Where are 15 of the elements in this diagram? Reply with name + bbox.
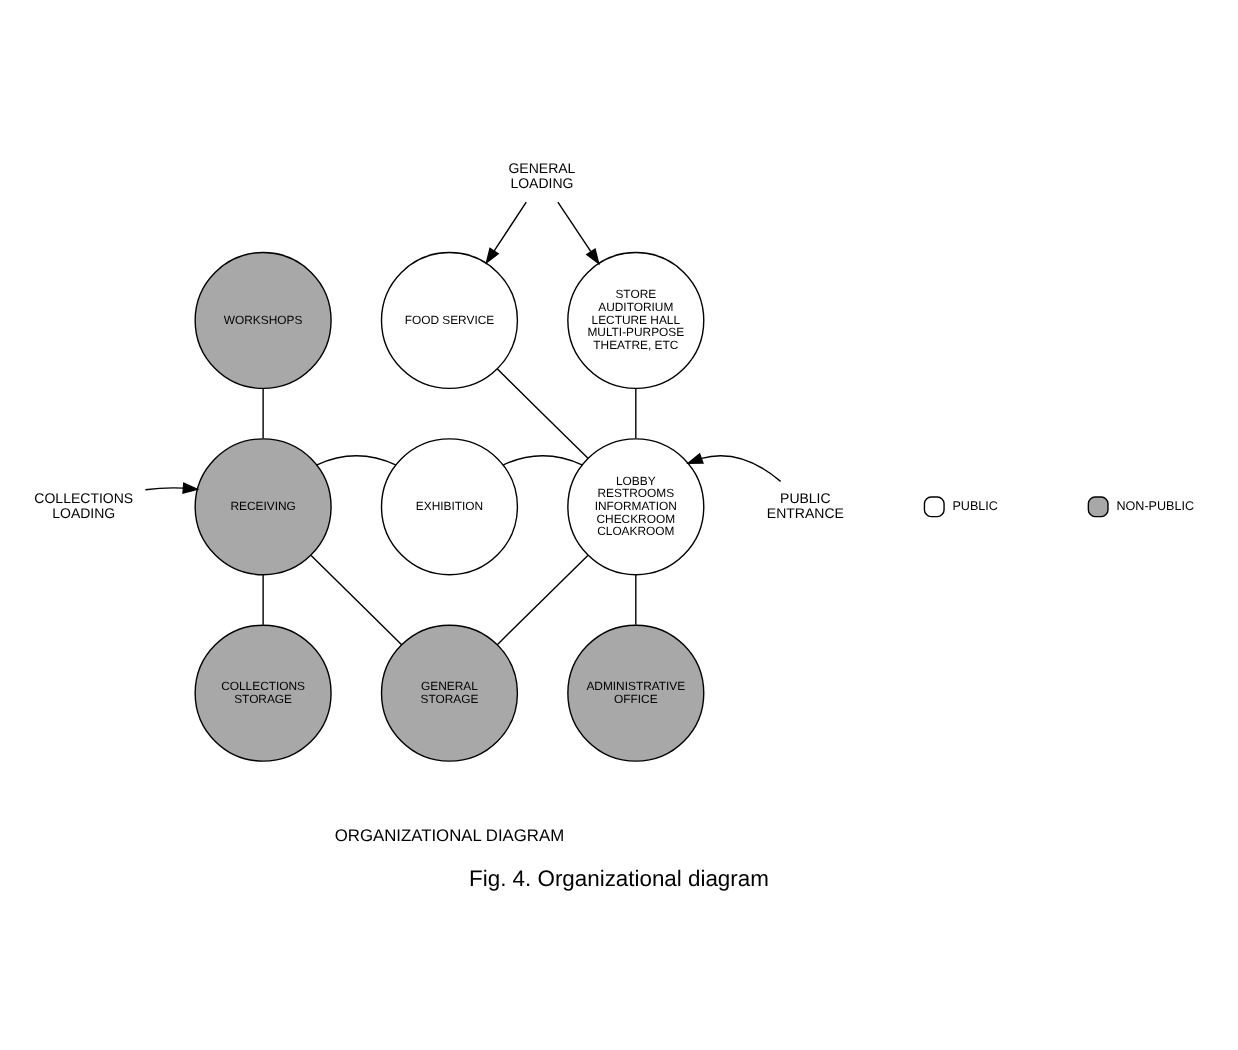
arrow	[557, 201, 600, 266]
arrow	[686, 452, 782, 483]
caption: Fig. 4. Organizational diagram	[469, 867, 769, 892]
connector	[635, 574, 637, 626]
connector	[635, 387, 637, 440]
connector	[262, 387, 264, 440]
connector	[316, 455, 397, 466]
connector	[496, 554, 589, 646]
arrow	[144, 482, 200, 494]
connector	[496, 368, 589, 459]
arrow	[485, 201, 527, 265]
label: ORGANIZATIONAL DIAGRAM	[334, 825, 565, 846]
connector	[262, 574, 264, 626]
connector	[310, 554, 403, 646]
connector	[502, 455, 583, 466]
